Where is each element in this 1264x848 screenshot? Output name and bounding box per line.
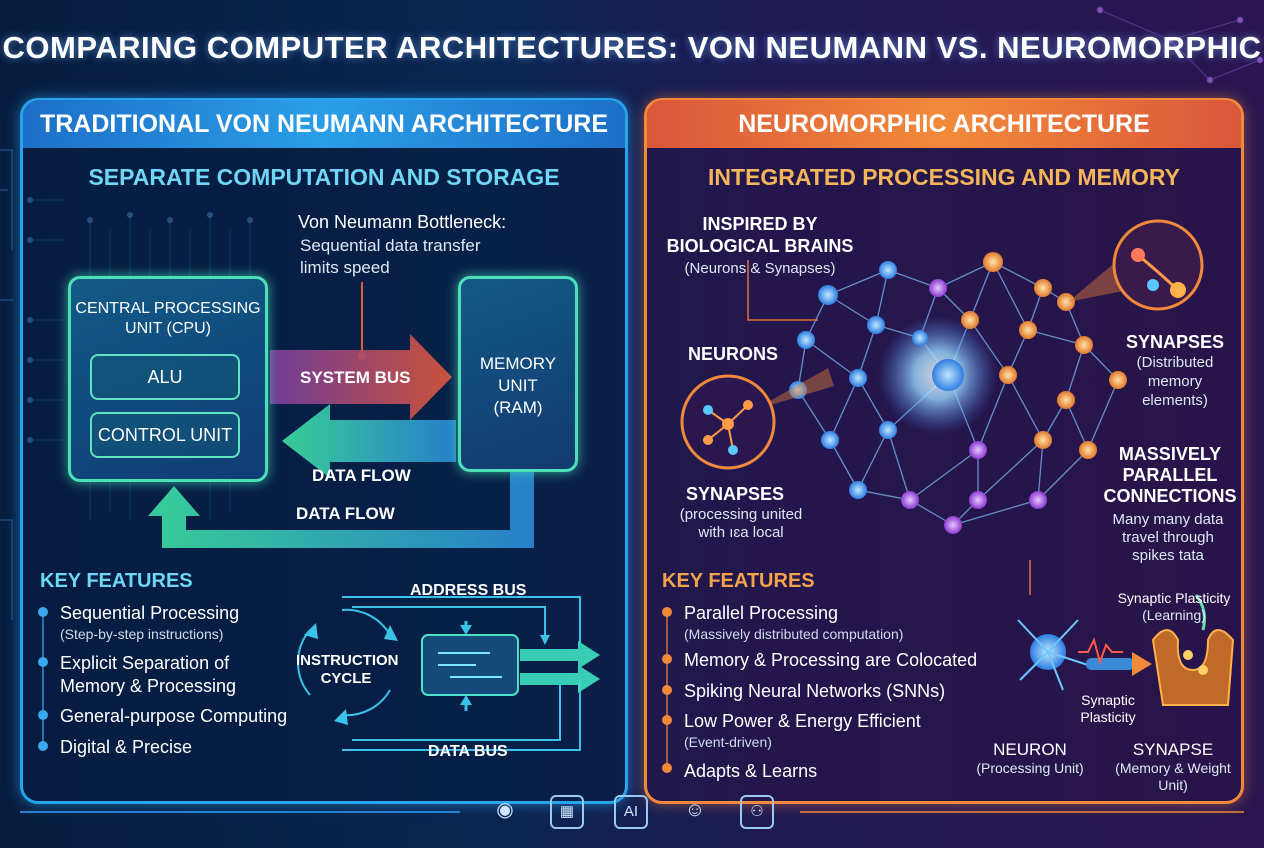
- nm-feature-4: Low Power & Energy Efficient: [684, 711, 921, 731]
- inspired-label-1: INSPIRED BY: [702, 214, 818, 234]
- synapses-left-label: SYNAPSES: [686, 484, 785, 504]
- memory-label-1: MEMORY: [479, 354, 557, 373]
- nm-feature-1-sub: (Massively distributed computation): [684, 626, 904, 642]
- synaptic-plasticity-mid-1: Synaptic: [1081, 692, 1135, 708]
- synapse-label: SYNAPSE: [1132, 740, 1214, 759]
- vn-feature-1-sub: (Step-by-step instructions): [60, 626, 224, 642]
- massively-label-2: PARALLEL: [1122, 465, 1218, 485]
- address-bus-label: ADDRESS BUS: [410, 582, 527, 599]
- synapses-right-sub-1: (Distributed: [1136, 354, 1214, 371]
- neuron-sub: (Processing Unit): [976, 760, 1084, 776]
- system-bus-label: SYSTEM BUS: [300, 368, 411, 387]
- massively-label-1: MASSIVELY: [1118, 444, 1222, 464]
- bottleneck-text-2: limits speed: [300, 258, 390, 277]
- cpu-block: [68, 276, 268, 482]
- von-neumann-feature-bullets: [38, 607, 48, 751]
- vn-feature-2-line2: Memory & Processing: [60, 676, 237, 696]
- neural-network-illustration: [680, 219, 1235, 706]
- neuron-label: NEURON: [993, 740, 1067, 759]
- vn-feature-4: Digital & Precise: [60, 737, 193, 757]
- memory-unit-block: [458, 276, 578, 472]
- synapses-right-sub-3: elements): [1142, 392, 1208, 409]
- cpu-label-2: UNIT (CPU): [125, 320, 211, 337]
- data-bus-label: DATA BUS: [428, 743, 508, 760]
- signal-icon: ◉: [496, 799, 514, 821]
- neurons-label: NEURONS: [688, 344, 779, 364]
- von-neumann-subheading: SEPARATE COMPUTATION AND STORAGE: [88, 164, 560, 190]
- von-neumann-flow-arrows: [148, 282, 534, 548]
- synapse-sub-2: Unit): [1158, 777, 1188, 793]
- nm-feature-4-sub: (Event-driven): [684, 734, 772, 750]
- ai-icon: AI: [614, 795, 648, 829]
- neuromorphic-subheading: INTEGRATED PROCESSING AND MEMORY: [708, 164, 1180, 190]
- neuromorphic-heading: NEUROMORPHIC ARCHITECTURE: [647, 100, 1241, 148]
- instruction-cycle-label-2: CYCLE: [320, 670, 372, 687]
- synapses-right-label: SYNAPSES: [1125, 332, 1225, 352]
- massively-sub-3: spikes tata: [1132, 547, 1204, 564]
- nm-feature-3: Spiking Neural Networks (SNNs): [684, 681, 946, 701]
- inspired-sub: (Neurons & Synapses): [684, 260, 836, 277]
- data-flow-label-2: DATA FLOW: [296, 504, 395, 523]
- nm-feature-1: Parallel Processing: [684, 603, 839, 623]
- page-title: COMPARING COMPUTER ARCHITECTURES: VON NE…: [2, 30, 1262, 65]
- neuromorphic-key-features-heading: KEY FEATURES: [662, 570, 815, 592]
- massively-sub-2: travel through: [1122, 529, 1214, 546]
- chip-icon: ▦: [550, 795, 584, 829]
- vn-feature-2: Explicit Separation of: [60, 653, 230, 673]
- massively-label-3: CONNECTIONS: [1103, 486, 1237, 506]
- synapses-left-sub-1: (processing united: [679, 506, 803, 523]
- vn-feature-3: General-purpose Computing: [60, 706, 288, 726]
- nm-feature-5: Adapts & Learns: [684, 761, 818, 781]
- bottleneck-title: Von Neumann Bottleneck:: [298, 212, 507, 232]
- nm-feature-2: Memory & Processing are Colocated: [684, 650, 978, 670]
- neuromorphic-feature-bullets: [662, 607, 672, 773]
- robot-head-icon: ⚇: [740, 795, 774, 829]
- synaptic-plasticity-mid-2: Plasticity: [1080, 709, 1136, 725]
- von-neumann-heading: TRADITIONAL VON NEUMANN ARCHITECTURE: [23, 100, 625, 148]
- von-neumann-key-features-heading: KEY FEATURES: [40, 570, 193, 592]
- instruction-cycle-label-1: INSTRUCTION: [296, 652, 399, 669]
- bus-diagram: [297, 596, 600, 751]
- footer-icon-row: ◉ ▦ AI ☺ ⚇: [488, 795, 788, 835]
- inspired-label-2: BIOLOGICAL BRAINS: [666, 236, 854, 256]
- massively-sub-1: Many many data: [1112, 511, 1224, 528]
- memory-label-2: UNIT: [498, 376, 538, 395]
- control-unit-box: CONTROL UNIT: [90, 412, 240, 458]
- robot-icon: ☺: [684, 799, 706, 821]
- synapse-sub-1: (Memory & Weight: [1115, 760, 1231, 776]
- synapses-right-sub-2: memory: [1147, 373, 1203, 390]
- memory-label-3: (RAM): [493, 398, 543, 417]
- vn-feature-1: Sequential Processing: [60, 603, 240, 623]
- synaptic-plasticity-top-1: Synaptic Plasticity: [1117, 590, 1231, 606]
- data-flow-label-1: DATA FLOW: [312, 466, 411, 485]
- alu-box: ALU: [90, 354, 240, 400]
- synapses-left-sub-2: with ıɛa local: [698, 524, 784, 541]
- synaptic-plasticity-top-2: (Learning): [1142, 607, 1206, 623]
- bottleneck-text-1: Sequential data transfer: [300, 236, 481, 255]
- cpu-label-1: CENTRAL PROCESSING: [75, 300, 261, 317]
